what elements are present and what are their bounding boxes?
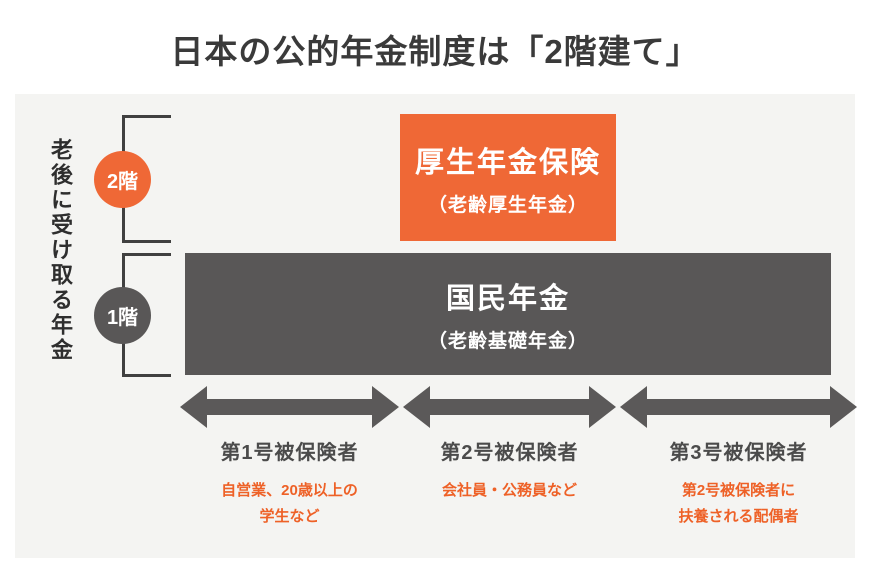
- diagram-panel: 老後に受け取る年金 2階 1階 厚生年金保険 （老齢厚生年金） 国民年金 （老齢…: [15, 94, 857, 558]
- arrow-left-head-icon: [180, 386, 207, 428]
- category-2-label: 第2号被保険者: [440, 442, 579, 464]
- double-arrow-icon: [620, 386, 857, 428]
- employees-pension-subtitle: （老齢厚生年金）: [427, 194, 588, 216]
- employees-pension-box: 厚生年金保険 （老齢厚生年金）: [400, 114, 616, 241]
- vertical-axis-label: 老後に受け取る年金: [48, 138, 73, 363]
- category-1-description: 自営業、20歳以上の 学生など: [221, 482, 358, 525]
- arrow-right-head-icon: [372, 386, 399, 428]
- first-floor-badge: 1階: [94, 287, 151, 344]
- double-arrow-icon: [180, 386, 399, 428]
- category-2-description: 会社員・公務員など: [441, 482, 577, 499]
- category-3-description: 第2号被保険者に 扶養される配偶者: [678, 482, 799, 525]
- arrow-right-head-icon: [589, 386, 616, 428]
- national-pension-subtitle: （老齢基礎年金）: [427, 331, 588, 352]
- category-column-3: 第3号被保険者 第2号被保険者に 扶養される配偶者: [618, 386, 859, 529]
- insured-categories-row: 第1号被保険者 自営業、20歳以上の 学生など 第2号被保険者 会社員・公務員な…: [178, 386, 859, 529]
- second-floor-badge: 2階: [94, 151, 151, 208]
- arrow-left-head-icon: [403, 386, 430, 428]
- arrow-left-head-icon: [620, 386, 647, 428]
- arrow-shaft: [207, 399, 372, 415]
- arrow-shaft: [647, 399, 830, 415]
- category-3-label: 第3号被保険者: [669, 442, 808, 464]
- double-arrow-icon: [403, 386, 616, 428]
- arrow-shaft: [430, 399, 589, 415]
- page-title: 日本の公的年金制度は「2階建て」: [170, 33, 700, 70]
- arrow-right-head-icon: [830, 386, 857, 428]
- national-pension-box: 国民年金 （老齢基礎年金）: [185, 253, 831, 375]
- employees-pension-title: 厚生年金保険: [414, 146, 601, 179]
- category-1-label: 第1号被保険者: [220, 442, 359, 464]
- first-floor-badge-label: 1階: [106, 307, 139, 329]
- category-column-2: 第2号被保険者 会社員・公務員など: [401, 386, 618, 529]
- second-floor-badge-label: 2階: [106, 171, 139, 193]
- category-column-1: 第1号被保険者 自営業、20歳以上の 学生など: [178, 386, 401, 529]
- national-pension-title: 国民年金: [445, 283, 570, 315]
